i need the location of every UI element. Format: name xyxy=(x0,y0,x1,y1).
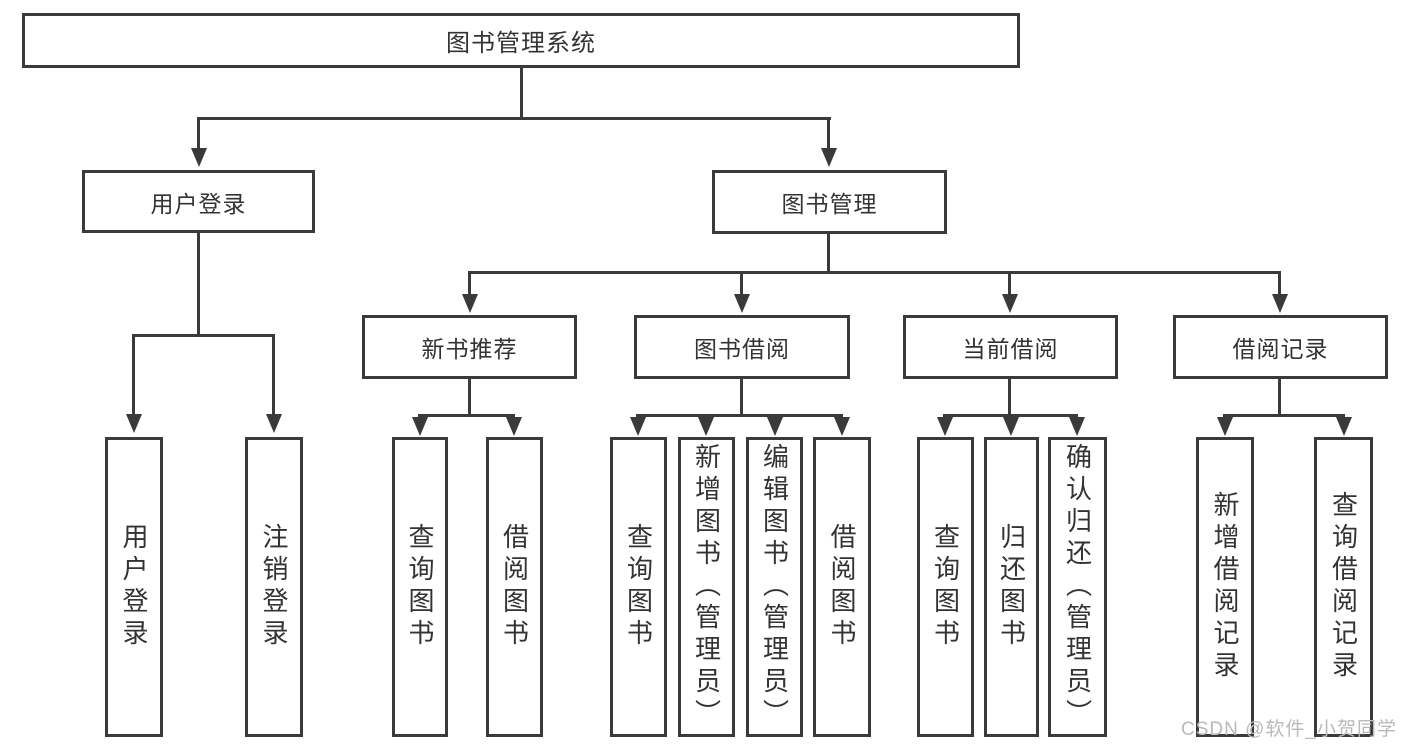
connector-line xyxy=(468,379,471,417)
node-new-book-recommend: 新书推荐 xyxy=(362,315,577,379)
leaf-return-books: 归还图书 xyxy=(984,437,1039,737)
arrow-down-icon xyxy=(1217,417,1233,436)
leaf-user-login: 用户登录 xyxy=(105,437,163,737)
node-current-borrow: 当前借阅 xyxy=(903,315,1118,379)
node-label: 借阅记录 xyxy=(1232,336,1329,362)
arrow-down-icon xyxy=(1272,294,1288,313)
arrow-down-icon xyxy=(1002,294,1018,313)
node-label: 图书管理系统 xyxy=(446,30,596,57)
node-label: 确认归还（管理员） xyxy=(1062,443,1093,731)
arrow-down-icon xyxy=(767,417,783,436)
connector-line xyxy=(1008,274,1011,296)
watermark: CSDN @软件_小贺同学 xyxy=(1181,719,1397,740)
leaf-edit-books-admin: 编辑图书（管理员） xyxy=(746,437,803,737)
connector-line xyxy=(740,379,743,417)
connector-line xyxy=(132,334,275,337)
connector-line xyxy=(197,117,200,150)
arrow-down-icon xyxy=(506,417,522,436)
arrow-down-icon xyxy=(834,417,850,436)
node-label: 查询图书 xyxy=(405,523,435,651)
arrow-down-icon xyxy=(462,294,478,313)
connector-line xyxy=(1223,414,1344,417)
leaf-query-borrow-record: 查询借阅记录 xyxy=(1314,437,1373,737)
node-library-system: 图书管理系统 xyxy=(22,13,1020,68)
arrow-down-icon xyxy=(1069,417,1085,436)
arrow-down-icon xyxy=(698,417,714,436)
node-label: 图书借阅 xyxy=(694,336,790,362)
leaf-query-books-current: 查询图书 xyxy=(917,437,974,737)
connector-line xyxy=(1008,379,1011,417)
connector-line xyxy=(418,414,515,417)
node-label: 新书推荐 xyxy=(421,336,518,362)
leaf-confirm-return-admin: 确认归还（管理员） xyxy=(1048,437,1107,737)
node-label: 查询图书 xyxy=(623,523,654,651)
node-label: 当前借阅 xyxy=(962,336,1059,362)
node-label: 用户登录 xyxy=(150,190,247,217)
arrow-down-icon xyxy=(412,417,428,436)
node-label: 新增借阅记录 xyxy=(1210,491,1240,683)
connector-line xyxy=(272,334,275,415)
arrow-down-icon xyxy=(734,294,750,313)
arrow-down-icon xyxy=(821,148,837,167)
connector-line xyxy=(468,274,471,296)
connector-line xyxy=(520,67,523,118)
leaf-logout: 注销登录 xyxy=(245,437,303,737)
node-label: 借阅图书 xyxy=(827,523,857,651)
arrow-down-icon xyxy=(126,414,142,433)
node-label: 查询图书 xyxy=(930,523,961,651)
connector-line xyxy=(827,117,830,150)
connector-line xyxy=(636,414,843,417)
connector-line xyxy=(132,334,135,415)
node-label: 新增图书（管理员） xyxy=(691,443,722,731)
node-label: 用户登录 xyxy=(119,523,149,651)
leaf-add-books-admin: 新增图书（管理员） xyxy=(678,437,735,737)
connector-line xyxy=(740,274,743,296)
connector-line xyxy=(468,271,1281,274)
arrow-down-icon xyxy=(630,417,646,436)
leaf-add-borrow-record: 新增借阅记录 xyxy=(1196,437,1254,737)
arrow-down-icon xyxy=(266,414,282,433)
node-book-management: 图书管理 xyxy=(712,170,947,234)
node-user-login: 用户登录 xyxy=(82,170,315,233)
connector-line xyxy=(197,233,200,336)
connector-line xyxy=(197,117,831,120)
connector-line xyxy=(827,234,830,274)
arrow-down-icon xyxy=(1336,417,1352,436)
leaf-borrow-books-recommend: 借阅图书 xyxy=(486,437,543,737)
arrow-down-icon xyxy=(191,148,207,167)
node-label: 图书管理 xyxy=(781,191,878,217)
node-label: 查询借阅记录 xyxy=(1328,491,1359,683)
leaf-query-books-borrow: 查询图书 xyxy=(610,437,667,737)
node-borrow-records: 借阅记录 xyxy=(1173,315,1388,379)
node-label: 注销登录 xyxy=(259,523,289,651)
connector-line xyxy=(1278,274,1281,296)
arrow-down-icon xyxy=(937,417,953,436)
node-book-borrow: 图书借阅 xyxy=(634,315,850,379)
node-label: 编辑图书（管理员） xyxy=(759,443,790,731)
leaf-query-books-recommend: 查询图书 xyxy=(392,437,448,737)
node-label: 归还图书 xyxy=(996,523,1027,651)
node-label: 借阅图书 xyxy=(499,523,530,651)
connector-line xyxy=(1278,379,1281,417)
leaf-borrow-books: 借阅图书 xyxy=(813,437,871,737)
arrow-down-icon xyxy=(1003,417,1019,436)
